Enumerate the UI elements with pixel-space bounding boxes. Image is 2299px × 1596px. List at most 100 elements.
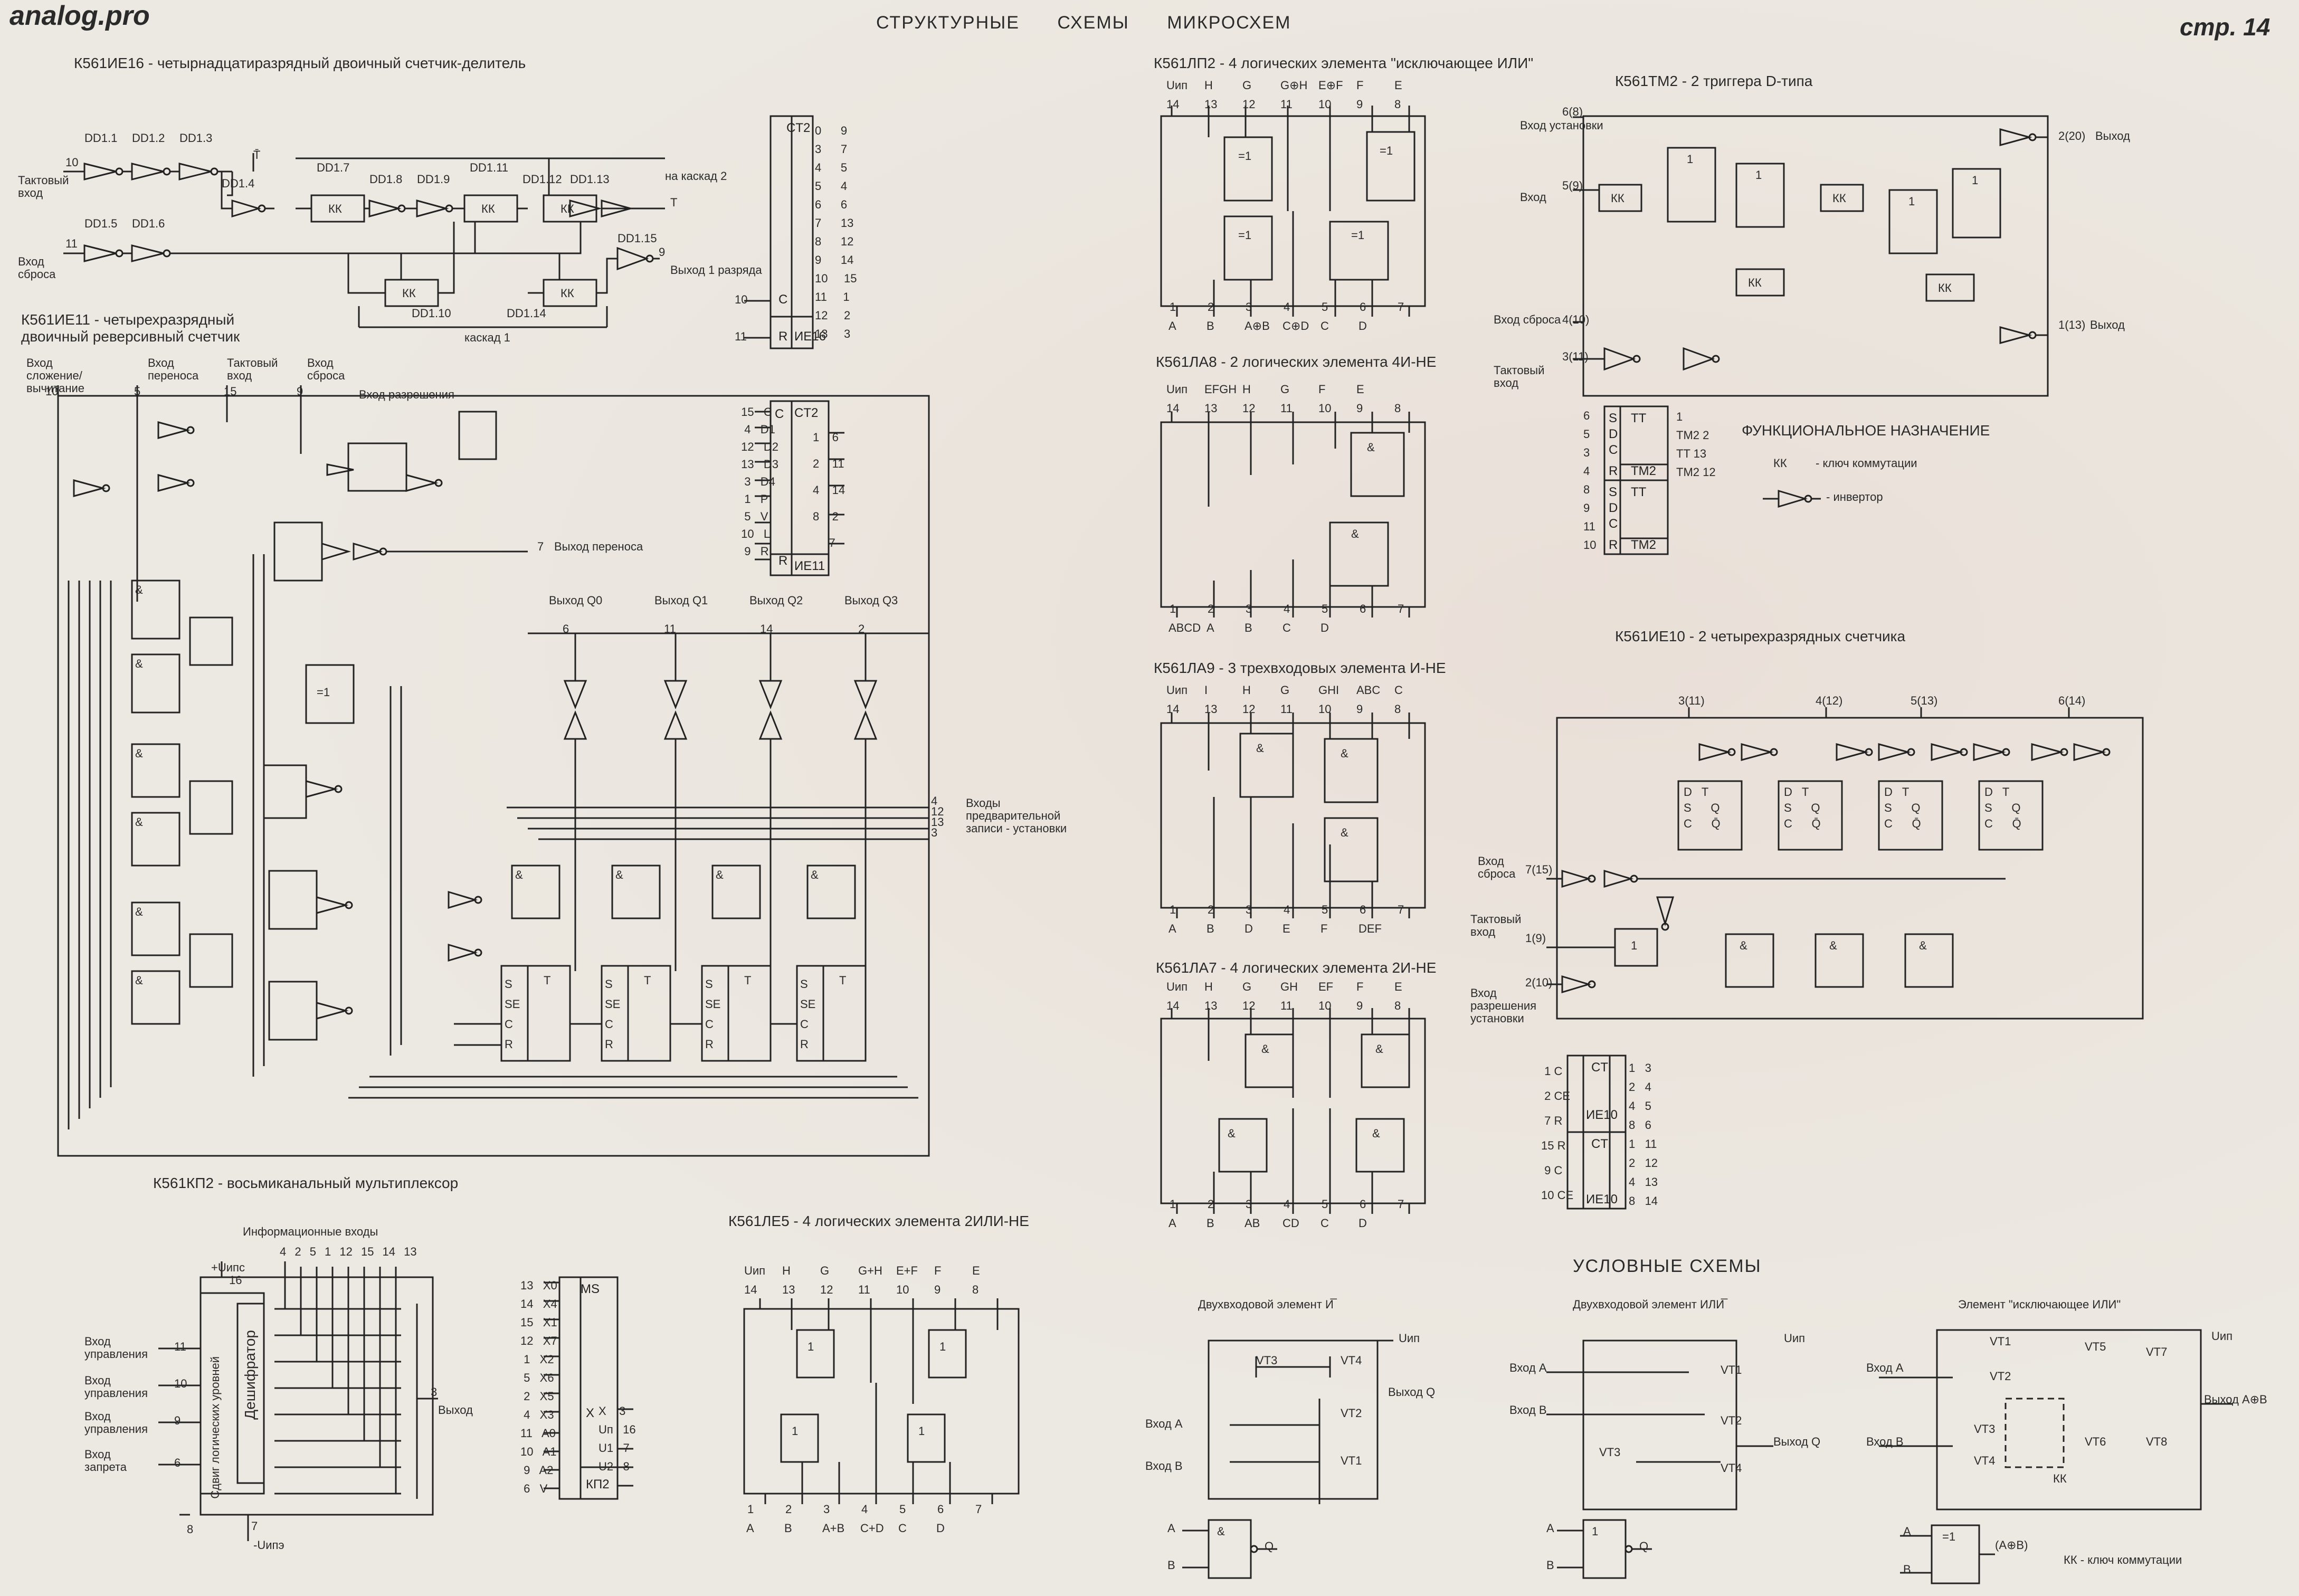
lp2pins-top-pin: 8	[1394, 98, 1401, 111]
kp2-inhibit-label: Вход запрета	[84, 1448, 127, 1474]
ie11-ff-t4: T	[839, 974, 847, 987]
la8pins-top-pin: 10	[1318, 402, 1332, 415]
ie16-gate-dd115: DD1.15	[618, 232, 657, 245]
ie11-ff4-pins: S SE C R	[800, 977, 816, 1051]
lp2pins-top-pin: 9	[1356, 98, 1363, 111]
la7-gate-4: &	[1372, 1127, 1380, 1140]
ie11-out-q2-label: Выход Q2	[749, 594, 803, 607]
la7pins-top-pin: 14	[1166, 999, 1180, 1012]
kp2-vee-pin: 7	[251, 1519, 258, 1533]
la9pins-top-label: Uип	[1166, 683, 1188, 697]
ie16-gate-dd18: DD1.8	[369, 173, 403, 186]
cond-xor-gate: =1	[1942, 1530, 1956, 1543]
la8-gate-2: &	[1351, 527, 1359, 540]
kp2-ctrl3-pin: 9	[174, 1414, 181, 1427]
la7pins-bottom-label: D	[1358, 1217, 1367, 1230]
lp2-gate-4: =1	[1351, 229, 1365, 242]
site-logo: analog.pro	[10, 1, 150, 31]
ie16-gate-dd111: DD1.11	[470, 161, 508, 174]
la9pins-bottom-label: D	[1244, 922, 1253, 935]
le5pins-top-pin: 13	[782, 1283, 795, 1296]
la7pins-top-pin: 13	[1204, 999, 1218, 1012]
ie16-kk5: КК	[560, 287, 574, 300]
le5pins-top-label: H	[782, 1264, 791, 1277]
kp2-ctrl2-label: Вход управления	[84, 1374, 148, 1400]
ie10-out-1: 3(11)	[1678, 694, 1705, 707]
ie10-diagram	[1546, 707, 2144, 1020]
ie16-gate-dd15: DD1.5	[84, 217, 118, 230]
ie11-diagram	[57, 385, 930, 1157]
lp2pins-top-pin: 11	[1280, 98, 1293, 111]
kp2-shift-label: Сдвиг логических уровней	[208, 1356, 222, 1499]
cond-nand-vt: VT3	[1256, 1354, 1278, 1367]
lp2pins-bottom-pin: 4	[1284, 300, 1290, 314]
cond-nand-vt2: VT2	[1341, 1407, 1362, 1420]
ie16-tbar: T̄	[253, 148, 261, 162]
cond-nor-vdd: Uип	[1784, 1332, 1806, 1345]
ie11-carry-out-pin: 7	[537, 540, 544, 553]
ie16-gate-dd17: DD1.7	[317, 161, 350, 174]
ie16-symbol-outs: 0 9 3 7 4 5 5 4 6 6 7 13 8 12 9 14 10 15…	[815, 124, 857, 340]
ie16-in-pin-10: 10	[735, 293, 748, 306]
ie10-ff-1: D T S Q C Q̄	[1684, 785, 1721, 830]
lp2pins-top-label: F	[1356, 79, 1364, 92]
tm2-title: К561ТМ2 - 2 триггера D-типа	[1615, 73, 1813, 89]
ie11-xor-label: =1	[317, 686, 330, 699]
le5pins-top-pin: 12	[820, 1283, 833, 1296]
le5pins-bottom-label: A+B	[822, 1522, 845, 1535]
func-inv-desc: - инвертор	[1826, 490, 1883, 504]
lp2pins-bottom-label: C⊕D	[1282, 319, 1309, 332]
ie16-kk3: КК	[560, 202, 574, 215]
tm2-one-2: 1	[1755, 168, 1762, 182]
svg-text:S: S	[1609, 485, 1617, 499]
ie11-in-updown-label: Вход сложение/вычитание	[26, 356, 84, 395]
lp2pins-bottom-label: A	[1168, 319, 1176, 332]
la9-diagram	[1160, 712, 1426, 918]
kp2-out-pin: 3	[431, 1385, 438, 1399]
svg-text:C: C	[778, 292, 787, 307]
ie16-kk2: КК	[481, 202, 495, 215]
ie10-ff-3: D T S Q C Q̄	[1884, 785, 1921, 830]
lp2pins-bottom-pin: 2	[1208, 300, 1214, 314]
ie11-ff-t3: T	[744, 974, 752, 987]
ie11-and-4: &	[135, 815, 143, 829]
tm2-clock-pin: 3(11)	[1562, 350, 1589, 363]
ie11-out-q1-pin: 11	[664, 622, 676, 635]
ie11-and-9: &	[716, 868, 724, 881]
tm2-one-4: 1	[1972, 174, 1979, 187]
svg-text:R: R	[778, 554, 787, 568]
la7-gate-3: &	[1228, 1127, 1236, 1140]
lp2pins-top-pin: 14	[1166, 98, 1180, 111]
ie10-clock-label: Тактовый вход	[1470, 913, 1522, 938]
ie11-carry-out-label: Выход переноса	[554, 540, 643, 553]
ie11-and-8: &	[615, 868, 623, 881]
la9pins-bottom-label: E	[1282, 922, 1290, 935]
lp2-diagram	[1160, 106, 1426, 317]
la7pins-top-pin: 12	[1242, 999, 1256, 1012]
la7pins-top-pin: 10	[1318, 999, 1332, 1012]
ie11-symbol-left: 15 C 4 D1 12 D2 13 D3 3 D4 1 P 5 V 10 L …	[741, 405, 779, 558]
svg-text:R: R	[778, 329, 787, 344]
le5-title: К561ЛЕ5 - 4 логических элемента 2ИЛИ-НЕ	[728, 1213, 1029, 1229]
svg-text:R: R	[1609, 464, 1618, 478]
la9pins-top-pin: 9	[1356, 702, 1363, 716]
ie16-stage2-label: на каскад 2	[665, 169, 727, 183]
la7pins-top-label: H	[1204, 980, 1213, 993]
le5pins-top-pin: 10	[896, 1283, 909, 1296]
kp2-ctrl2-pin: 10	[174, 1377, 187, 1390]
svg-text:D: D	[1609, 427, 1618, 441]
la7pins-bottom-pin: 7	[1398, 1198, 1404, 1211]
lp2pins-bottom-pin: 5	[1322, 300, 1328, 314]
ie10-out-2: 4(12)	[1816, 694, 1843, 707]
le5pins-top-label: G	[820, 1264, 830, 1277]
lp2pins-top-pin: 10	[1318, 98, 1332, 111]
le5pins-bottom-label: C	[898, 1522, 907, 1535]
kp2-title: К561КП2 - восьмиканальный мультиплексор	[153, 1175, 459, 1191]
la9pins-top-label: GHI	[1318, 683, 1340, 697]
la8pins-top-label: EFGH	[1204, 383, 1237, 396]
la9pins-top-label: ABC	[1356, 683, 1381, 697]
cond-xor-vt7: VT7	[2146, 1345, 2168, 1358]
la7pins-top-pin: 8	[1394, 999, 1401, 1012]
svg-text:CT: CT	[1591, 1060, 1608, 1075]
ie10-enable-label: Вход разрешения установки	[1470, 986, 1537, 1025]
